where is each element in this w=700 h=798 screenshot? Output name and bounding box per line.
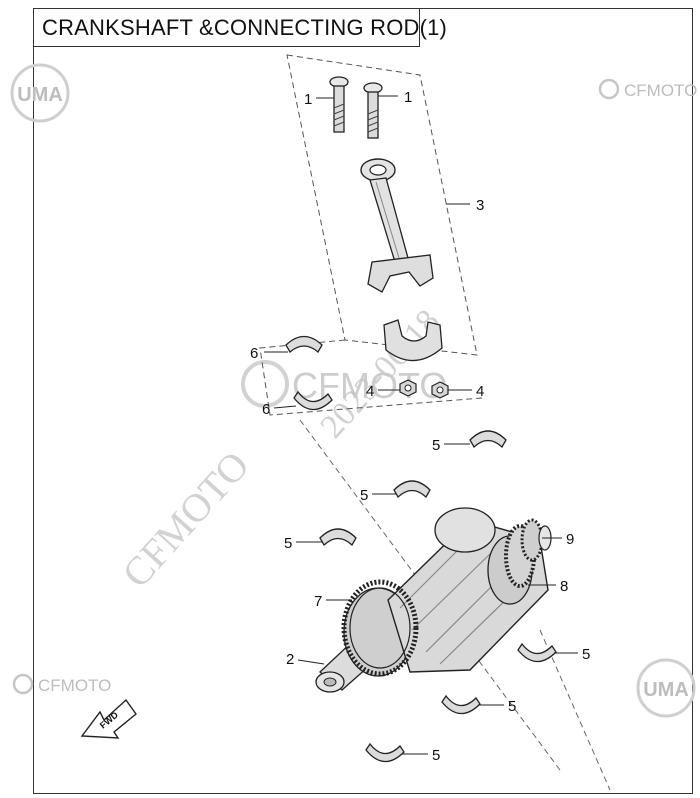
brand-diagonal-watermark: CFMOTO — [113, 443, 258, 596]
callout-8: 8 — [560, 578, 568, 595]
uma-logo-bottom-right: UMA — [636, 658, 696, 718]
gear-9 — [520, 518, 552, 562]
callout-4-left: 4 — [366, 383, 374, 400]
rod-bolt-right — [363, 82, 383, 139]
rod-bolt-left — [329, 76, 349, 133]
svg-text:UMA: UMA — [643, 679, 689, 701]
callout-5-c: 5 — [284, 535, 292, 552]
rod-nut-right — [431, 381, 449, 399]
callout-7: 7 — [314, 593, 322, 610]
uma-logo-top-left: UMA — [10, 63, 70, 123]
main-bearing-shell-4 — [517, 642, 557, 663]
cfmoto-watermark-bottom-left: CFMOTO — [12, 673, 111, 695]
main-bearing-shell-3 — [319, 528, 357, 547]
cfmoto-watermark-center: CFMOTO — [241, 360, 447, 408]
svg-text:UMA: UMA — [17, 84, 63, 106]
main-bearing-shell-6 — [365, 742, 405, 763]
callout-1-right: 1 — [404, 89, 412, 106]
svg-text:CFMOTO: CFMOTO — [292, 365, 447, 406]
callout-5-a: 5 — [432, 437, 440, 454]
main-bearing-shell-5 — [441, 694, 481, 715]
crank-axis-line — [299, 419, 561, 771]
callout-5-f: 5 — [432, 747, 440, 764]
main-bearing-shell-2 — [393, 480, 431, 499]
rod-nut-left — [399, 379, 417, 397]
callout-3: 3 — [476, 197, 484, 214]
connecting-rod — [360, 158, 434, 293]
callout-5-d: 5 — [582, 646, 590, 663]
callout-6-lower: 6 — [262, 401, 270, 418]
main-bearing-shell-1 — [469, 430, 507, 449]
connecting-rod-cap — [383, 319, 443, 362]
diagram-title: CRANKSHAFT &CONNECTING ROD(1) — [33, 8, 447, 47]
callout-5-e: 5 — [508, 698, 516, 715]
fwd-direction-arrow: FWD — [80, 698, 137, 739]
callout-5-b: 5 — [360, 487, 368, 504]
callout-2: 2 — [286, 651, 294, 668]
callout-4-right: 4 — [476, 383, 484, 400]
crank-boundary-right — [539, 629, 611, 791]
rod-bearing-lower — [293, 390, 333, 411]
cfmoto-watermark-top-right: CFMOTO — [598, 78, 697, 100]
svg-text:CFMOTO: CFMOTO — [624, 81, 697, 100]
gear-ring-left — [341, 579, 419, 677]
callout-9: 9 — [566, 531, 574, 548]
rod-bearing-upper — [285, 335, 323, 354]
svg-text:CFMOTO: CFMOTO — [38, 676, 111, 695]
leader-lines — [264, 95, 578, 755]
rod-assembly-boundary — [286, 54, 478, 356]
callout-1-left: 1 — [304, 91, 312, 108]
callout-6-upper: 6 — [250, 345, 258, 362]
